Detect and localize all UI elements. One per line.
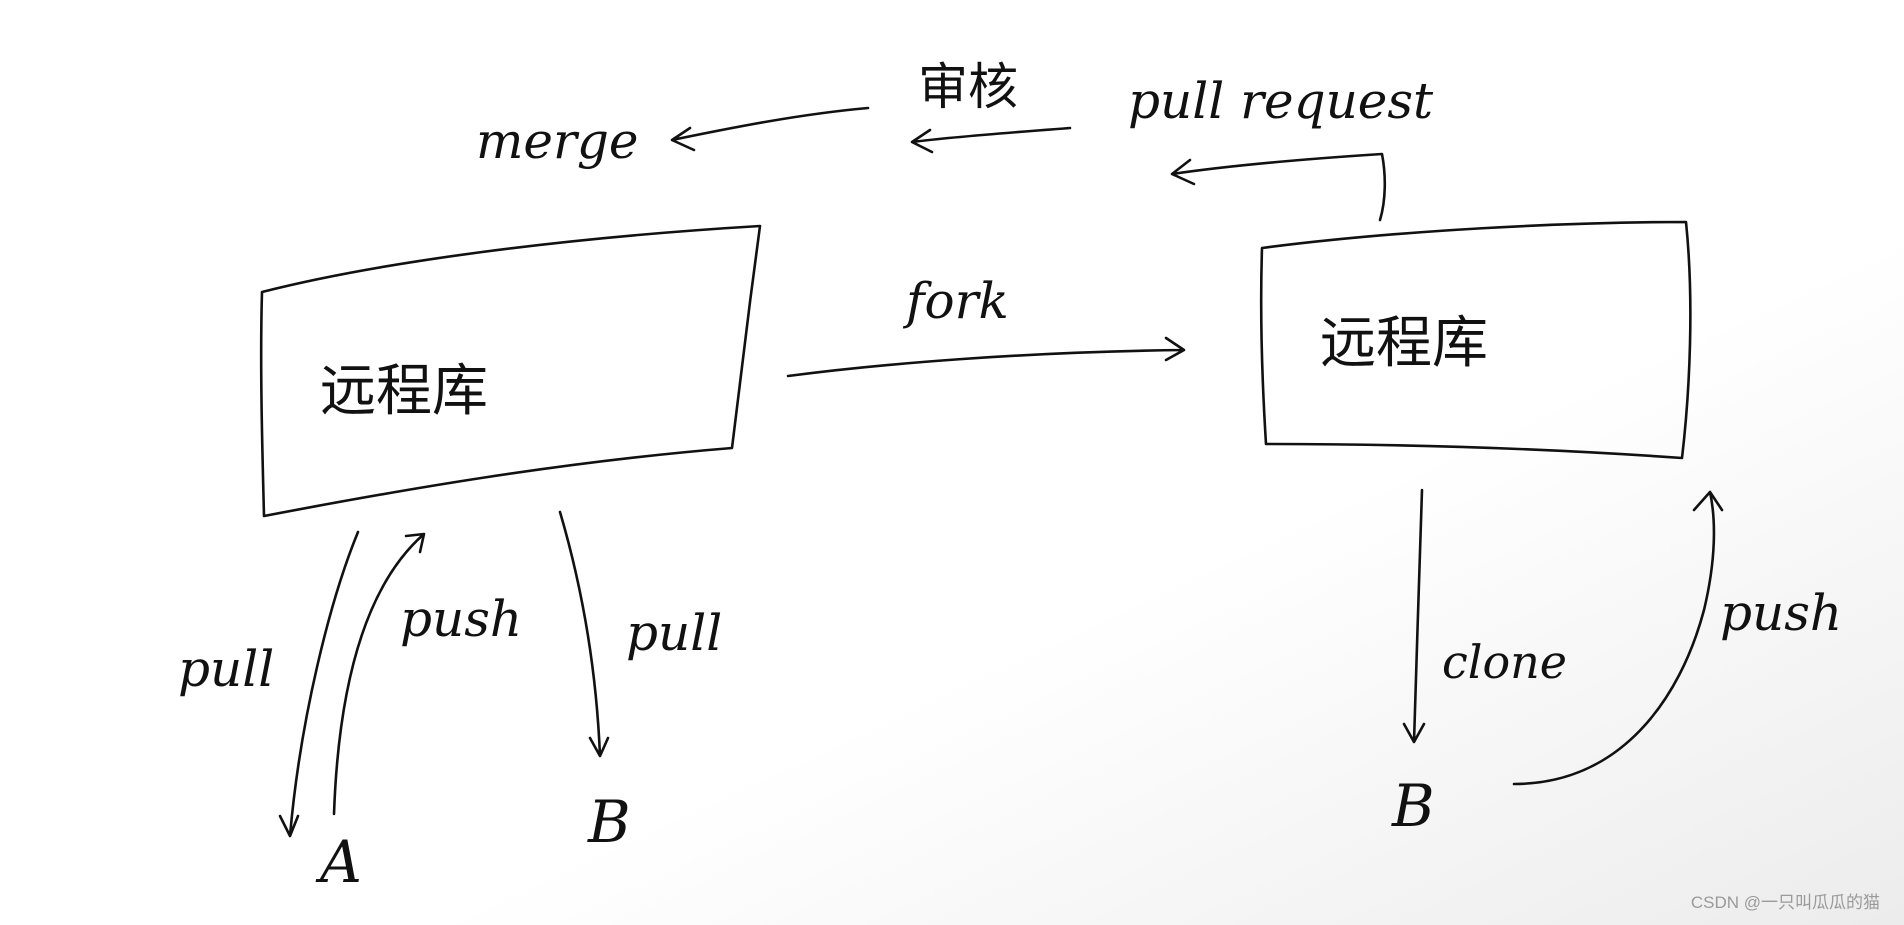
- fork-arrow: [786, 336, 1186, 378]
- left-pull-b-arrow: [558, 510, 610, 758]
- clone-arrow: [1402, 488, 1426, 744]
- pull-request-arrow: [1170, 152, 1387, 222]
- left-repo-box: [259, 224, 762, 518]
- csdn-watermark: CSDN @一只叫瓜瓜的猫: [1690, 893, 1880, 912]
- left-pull-b-label: pull: [626, 604, 722, 662]
- right-repo-box: [1259, 220, 1692, 460]
- merge-arrow: [670, 106, 870, 152]
- node-b-left-label: B: [587, 788, 631, 856]
- right-push-label: push: [1720, 584, 1842, 642]
- left-push-label: push: [400, 590, 522, 648]
- left-pull-label: pull: [178, 640, 274, 698]
- left-push-arrow: [332, 532, 426, 816]
- right-repo-label: 远程库: [1320, 311, 1488, 376]
- review-label: 审核: [918, 58, 1018, 116]
- node-a-label: A: [315, 828, 362, 896]
- right-push-arrow: [1512, 490, 1724, 786]
- merge-label: merge: [476, 112, 639, 170]
- review-arrow: [910, 126, 1072, 154]
- left-pull-arrow: [278, 530, 360, 838]
- clone-label: clone: [1442, 635, 1567, 689]
- left-repo-label: 远程库: [320, 359, 488, 424]
- node-b-right-label: B: [1391, 772, 1435, 840]
- pull-request-label: pull request: [1128, 72, 1434, 130]
- fork-label: fork: [902, 272, 1009, 330]
